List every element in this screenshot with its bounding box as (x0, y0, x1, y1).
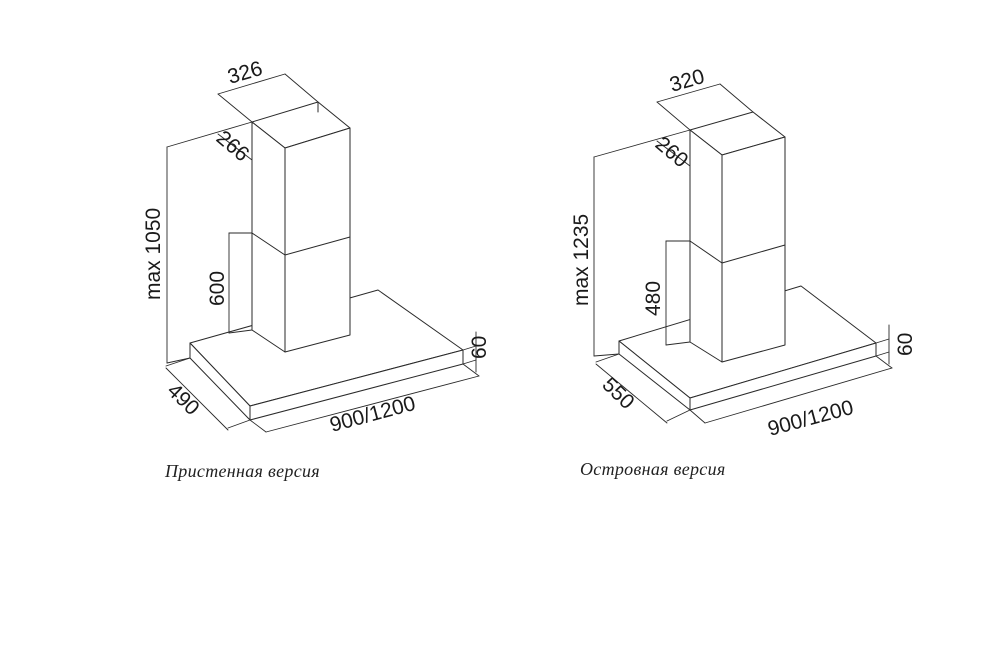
island-hood-dimension-lines (593, 83, 893, 424)
wall-max-height-label: max 1050 (142, 208, 165, 300)
island-max-height-label: max 1235 (570, 214, 593, 306)
wall-canopy-thickness-label: 60 (468, 336, 491, 359)
wall-version-caption: Пристенная версия (164, 461, 320, 481)
island-chimney-width-label: 320 (667, 65, 707, 97)
island-hood-drawing: 320 260 max 1235 480 60 550 900/1200 Ост… (570, 65, 917, 479)
island-canopy-width-label: 900/1200 (765, 396, 856, 441)
island-canopy-thickness-label: 60 (894, 333, 917, 356)
wall-hood-dimension-lines (165, 73, 480, 433)
island-hood-chimney (689, 111, 786, 363)
wall-canopy-depth-label: 490 (163, 379, 204, 420)
wall-chimney-width-label: 326 (225, 57, 265, 89)
wall-hood-chimney (251, 101, 351, 353)
wall-canopy-width-label: 900/1200 (327, 392, 418, 437)
island-chimney-depth-label: 260 (651, 132, 693, 172)
island-lower-chimney-label: 480 (642, 281, 665, 316)
wall-hood-canopy (189, 289, 464, 421)
island-version-caption: Островная версия (580, 459, 726, 479)
wall-hood-drawing: 326 266 max 1050 600 60 490 900/1200 При… (142, 57, 491, 481)
wall-lower-chimney-label: 600 (206, 271, 229, 306)
island-canopy-depth-label: 550 (598, 373, 639, 414)
